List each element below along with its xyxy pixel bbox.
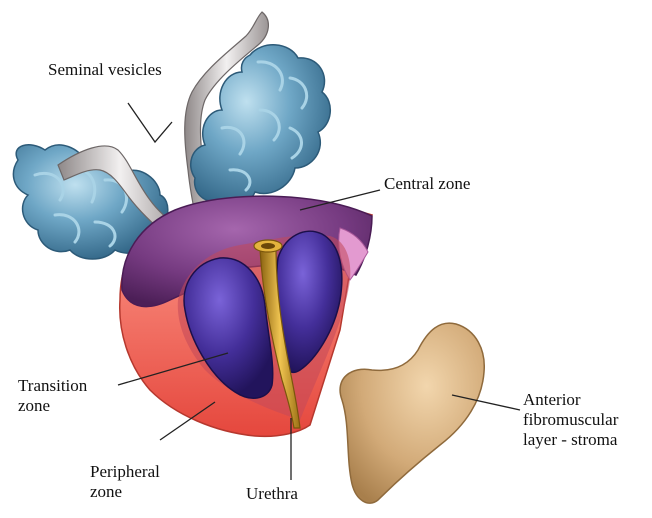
- label-central-zone-text: Central zone: [384, 174, 470, 194]
- label-urethra-text: Urethra: [246, 484, 298, 504]
- label-peripheral-zone-line2: zone: [90, 482, 160, 502]
- label-anterior-line3: layer - stroma: [523, 430, 618, 450]
- label-seminal-vesicles-text: Seminal vesicles: [48, 60, 162, 80]
- leader-seminal-vesicles: [128, 103, 172, 142]
- label-transition-zone-line1: Transition: [18, 376, 87, 396]
- label-anterior-stroma: Anterior fibromuscular layer - stroma: [523, 390, 618, 450]
- label-transition-zone: Transition zone: [18, 376, 87, 416]
- label-peripheral-zone: Peripheral zone: [90, 462, 160, 502]
- label-anterior-line2: fibromuscular: [523, 410, 618, 430]
- anterior-stroma: [340, 323, 484, 503]
- label-transition-zone-line2: zone: [18, 396, 87, 416]
- label-seminal-vesicles: Seminal vesicles: [48, 60, 162, 80]
- label-peripheral-zone-line1: Peripheral: [90, 462, 160, 482]
- label-anterior-line1: Anterior: [523, 390, 618, 410]
- label-central-zone: Central zone: [384, 174, 470, 194]
- label-urethra: Urethra: [246, 484, 298, 504]
